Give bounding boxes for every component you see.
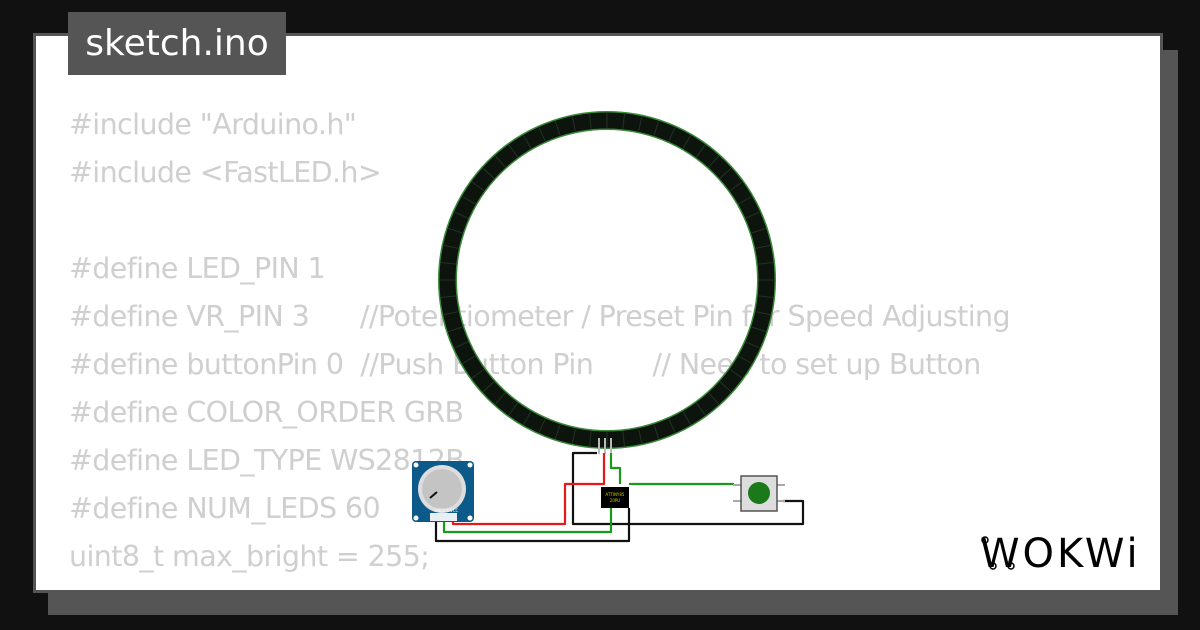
led-segment bbox=[440, 295, 456, 298]
led-segment bbox=[751, 326, 766, 333]
led-segment bbox=[695, 144, 706, 158]
led-segment bbox=[508, 144, 519, 158]
led-segment bbox=[471, 368, 485, 379]
code-line: #include <FastLED.h> bbox=[69, 156, 382, 189]
led-segment bbox=[653, 424, 660, 439]
led-segment bbox=[448, 227, 463, 234]
led-segment bbox=[482, 381, 495, 393]
led-segment bbox=[554, 121, 561, 136]
led-segment bbox=[695, 402, 706, 416]
led-segment bbox=[589, 113, 592, 129]
potentiometer[interactable]: GND SIG VCC bbox=[412, 461, 474, 522]
led-segment bbox=[508, 402, 519, 416]
led-segment bbox=[758, 295, 774, 298]
wire-green bbox=[609, 453, 622, 484]
attiny85-chip[interactable]: ATTINY85 20PU bbox=[601, 487, 629, 508]
led-segment bbox=[719, 381, 732, 393]
led-segment bbox=[554, 424, 561, 439]
led-segment bbox=[653, 121, 660, 136]
code-line: CRGB leds[NUM_LEDS]; bbox=[164, 581, 1105, 590]
pot-pin-label: GND bbox=[434, 508, 443, 513]
led-segment bbox=[719, 167, 732, 179]
pot-pin-label: SIG bbox=[443, 508, 450, 513]
led-segment bbox=[729, 368, 743, 379]
code-line: #define COLOR_ORDER GRB bbox=[69, 396, 464, 429]
led-segment bbox=[454, 341, 469, 349]
led-segment bbox=[494, 155, 506, 168]
led-segment bbox=[471, 181, 485, 192]
code-line: #include "Arduino.h" bbox=[69, 108, 357, 141]
led-segment bbox=[729, 181, 743, 192]
led-segment bbox=[708, 392, 720, 405]
led-segment bbox=[622, 431, 625, 447]
wire-green bbox=[442, 508, 613, 534]
led-segment bbox=[538, 418, 546, 433]
led-segment bbox=[708, 155, 720, 168]
code-line: uint8_t max_bright = 255; bbox=[69, 540, 430, 573]
wokwi-logo: WOKWi bbox=[980, 531, 1141, 577]
led-segment bbox=[745, 341, 760, 349]
led-segment bbox=[482, 167, 495, 179]
led-segment bbox=[443, 311, 459, 316]
led-segment bbox=[462, 196, 476, 205]
led-segment bbox=[523, 411, 532, 425]
led-segment bbox=[755, 244, 771, 249]
wire-red bbox=[451, 453, 606, 526]
led-segment bbox=[462, 355, 476, 364]
code-line: #define VR_PIN 3 //Potentiometer / Prese… bbox=[69, 300, 1011, 333]
led-segment bbox=[494, 392, 506, 405]
code-line: #define NUM_LEDS 60 bbox=[69, 492, 381, 525]
chip-label: 20PU bbox=[610, 498, 621, 503]
brand-text: WOKWi bbox=[980, 531, 1141, 577]
file-tab[interactable]: sketch.ino bbox=[68, 12, 286, 75]
led-segment bbox=[448, 326, 463, 333]
led-segment bbox=[758, 262, 774, 265]
code-line: #define LED_PIN 1 bbox=[69, 252, 326, 285]
pot-pin-label: VCC bbox=[450, 508, 459, 513]
led-segment bbox=[668, 418, 676, 433]
led-segment bbox=[571, 116, 576, 132]
led-segment bbox=[589, 431, 592, 447]
led-segment bbox=[751, 227, 766, 234]
led-ring[interactable] bbox=[438, 111, 776, 454]
wire-black bbox=[571, 451, 805, 526]
led-segment bbox=[755, 311, 771, 316]
led-segment bbox=[682, 411, 691, 425]
led-segment bbox=[738, 355, 752, 364]
led-segment bbox=[638, 116, 643, 132]
code-listing: #include "Arduino.h" #include <FastLED.h… bbox=[69, 101, 1011, 590]
led-segment bbox=[538, 127, 546, 142]
push-button[interactable] bbox=[733, 475, 785, 512]
led-segment bbox=[668, 127, 676, 142]
led-segment bbox=[622, 113, 625, 129]
led-segment bbox=[682, 135, 691, 149]
led-segment bbox=[571, 428, 576, 444]
led-segment bbox=[440, 262, 456, 265]
led-segment bbox=[523, 135, 532, 149]
chip-label: ATTINY85 bbox=[606, 492, 625, 497]
led-segment bbox=[738, 196, 752, 205]
led-segment bbox=[745, 211, 760, 219]
wire-black bbox=[434, 508, 631, 543]
led-segment bbox=[443, 244, 459, 249]
wires bbox=[434, 451, 805, 543]
led-segment bbox=[454, 211, 469, 219]
led-segment bbox=[638, 428, 643, 444]
